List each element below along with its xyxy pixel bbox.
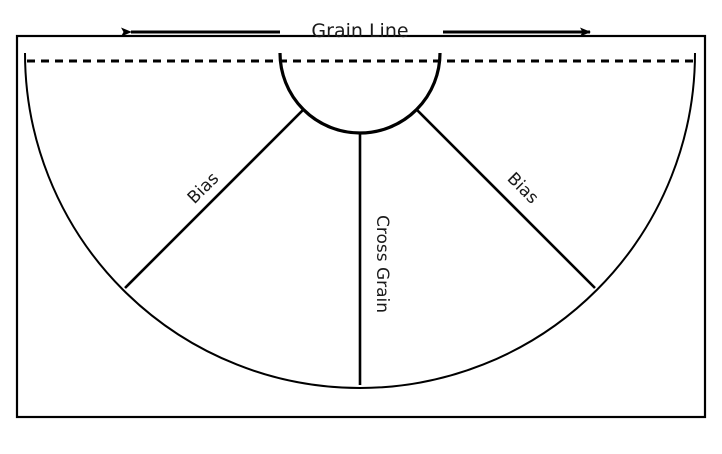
fabric-rectangle xyxy=(15,34,707,419)
bias-left-label: Bias xyxy=(184,169,223,208)
cross-grain-label: Cross Grain xyxy=(372,215,392,313)
bias-right-line xyxy=(415,108,596,289)
grain-line-title: Grain Line xyxy=(311,20,408,42)
bias-left-line xyxy=(124,108,305,289)
inner-semicircle xyxy=(278,52,442,135)
outer-arc xyxy=(24,52,696,389)
